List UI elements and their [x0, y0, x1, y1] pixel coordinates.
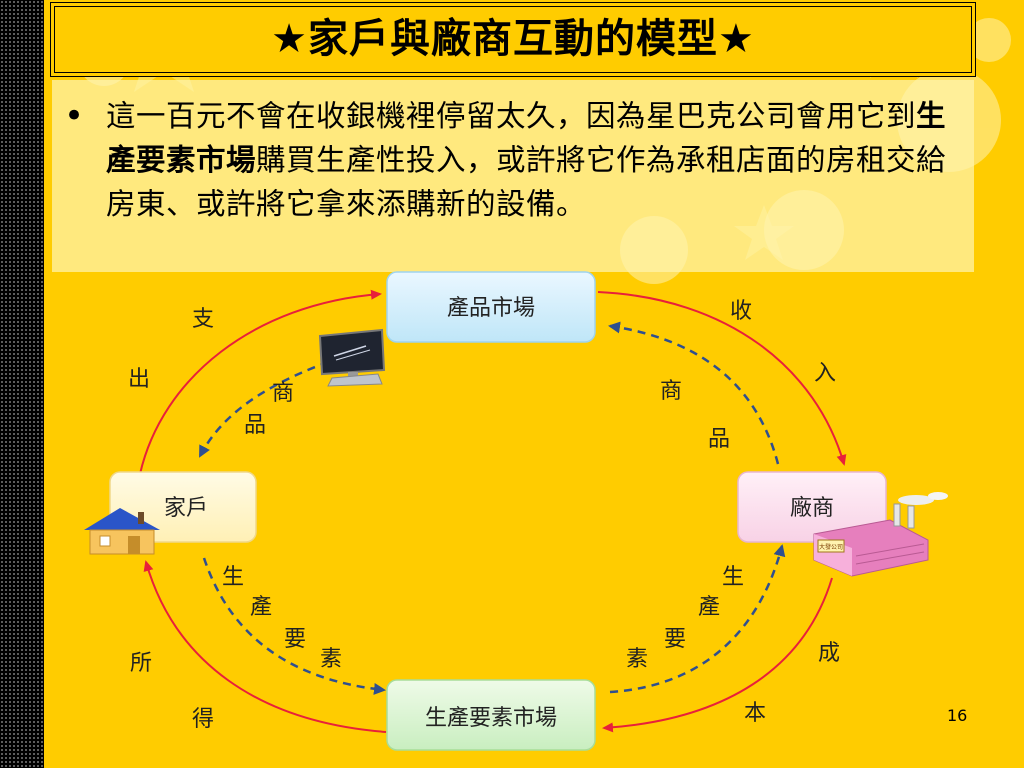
computer-monitor-icon — [318, 328, 386, 387]
arrow-revenue — [597, 291, 847, 466]
arrow-cost — [602, 577, 833, 733]
bullet-dot: • — [64, 96, 85, 136]
page-number: 16 — [947, 706, 968, 725]
house-icon — [84, 508, 160, 555]
arrow-spending — [139, 289, 382, 475]
label-goods-left-1: 商 — [272, 381, 294, 406]
text-panel — [52, 80, 974, 272]
slide-title: ★家戶與廠商互動的模型★ — [271, 16, 755, 62]
node-product-market: 產品市場 — [386, 271, 596, 343]
label-factors-left-4: 素 — [320, 647, 342, 672]
label-factors-right-4: 素 — [626, 647, 648, 672]
label-income-2: 得 — [192, 707, 214, 732]
label-factors-right-2: 產 — [698, 595, 720, 620]
circular-flow-diagram: 產品市場 家戶 廠商 生產要素市場 支 出 收 入 商 品 商 品 生 產 要 … — [84, 271, 948, 751]
label-factors-left-2: 產 — [250, 595, 272, 620]
node-factor-market: 生產要素市場 — [386, 679, 596, 751]
factory-sign-text: 大發公司 — [819, 543, 843, 551]
label-cost-2: 本 — [744, 701, 766, 726]
arrow-goods-to-households — [198, 360, 329, 458]
label-revenue-2: 入 — [814, 361, 836, 386]
body-text: 這一百元不會在收銀機裡停留太久，因為星巴克公司會用它到生產要素市場購買生產性投入… — [106, 94, 972, 226]
dotted-side-strip — [0, 0, 44, 768]
arrow-factors-to-firms — [609, 544, 786, 694]
label-income-1: 所 — [130, 651, 152, 676]
label-spending-2: 出 — [128, 367, 150, 392]
title-frame: ★家戶與廠商互動的模型★ — [50, 2, 976, 77]
node-label-firms: 廠商 — [790, 496, 834, 521]
arrow-income — [143, 560, 387, 733]
label-factors-left-1: 生 — [222, 565, 244, 590]
node-label-factor-market: 生產要素市場 — [425, 706, 557, 731]
label-factors-right-3: 要 — [664, 627, 686, 652]
arrow-factors-to-market — [202, 557, 386, 695]
body-text-plain-2: 購買生產性投入，或許將它作為承租店面的房租交給房東、或許將它拿來添購新的設備。 — [106, 143, 947, 221]
slide: ★家戶與廠商互動的模型★ • 這一百元不會在收銀機裡停留太久，因為星巴克公司會用… — [44, 0, 1024, 768]
body-text-plain-1: 這一百元不會在收銀機裡停留太久，因為星巴克公司會用它到 — [106, 99, 917, 133]
label-spending-1: 支 — [192, 307, 214, 332]
body-text-bold: 生產要素市場 — [106, 98, 947, 177]
factory-icon: 大發公司 — [813, 492, 948, 577]
label-cost-1: 成 — [818, 641, 840, 666]
label-goods-right-2: 品 — [708, 427, 730, 452]
label-revenue-1: 收 — [730, 299, 752, 324]
label-factors-right-1: 生 — [722, 565, 744, 590]
label-goods-right-1: 商 — [660, 379, 682, 404]
label-factors-left-3: 要 — [284, 627, 306, 652]
node-label-households: 家戶 — [164, 496, 208, 521]
node-label-product-market: 產品市場 — [447, 296, 535, 321]
arrow-goods-from-firms — [608, 321, 780, 465]
node-firms: 廠商 — [737, 471, 887, 543]
label-goods-left-2: 品 — [244, 413, 266, 438]
